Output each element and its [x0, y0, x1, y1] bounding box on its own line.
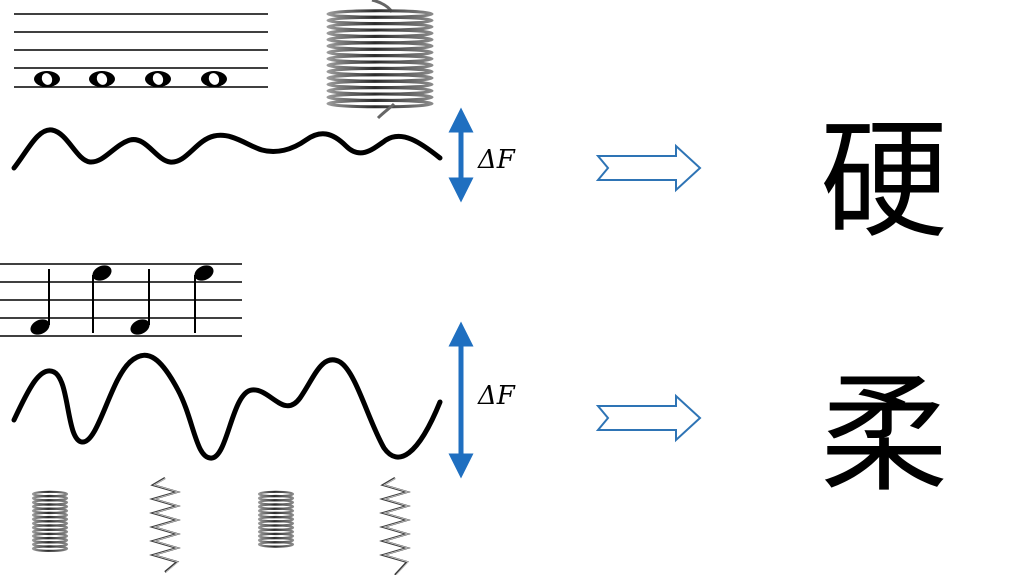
spring-icon: [31, 490, 69, 552]
top-whole-notes: [34, 71, 227, 87]
bottom-soft-springs-icon: [31, 477, 411, 575]
bottom-delta-label: ΔF: [477, 381, 516, 411]
quarter-note-icon: [30, 269, 50, 335]
quarter-note-icon: [194, 265, 214, 333]
bottom-outline-arrow-icon: [595, 393, 702, 443]
bottom-quarter-notes: [30, 265, 214, 335]
top-outline-arrow-icon: [595, 143, 702, 193]
whole-note-icon: [201, 71, 227, 87]
stiff-result-character: 硬: [820, 107, 949, 256]
soft-result-character: 柔: [820, 361, 949, 510]
whole-note-icon: [145, 71, 171, 87]
bottom-large-wave: [11, 352, 443, 461]
spring-icon: [257, 490, 295, 548]
quarter-note-icon: [92, 265, 112, 333]
top-stiff-spring-icon: [326, 0, 434, 120]
whole-note-icon: [89, 71, 115, 87]
top-music-staff-icon: [14, 13, 268, 88]
whole-note-icon: [34, 71, 60, 87]
bottom-music-staff-icon: [0, 263, 242, 337]
spring-icon: [149, 477, 181, 573]
quarter-note-icon: [130, 269, 150, 335]
top-small-wave: [11, 127, 443, 171]
spring-icon: [379, 477, 411, 575]
top-delta-label: ΔF: [477, 145, 516, 175]
